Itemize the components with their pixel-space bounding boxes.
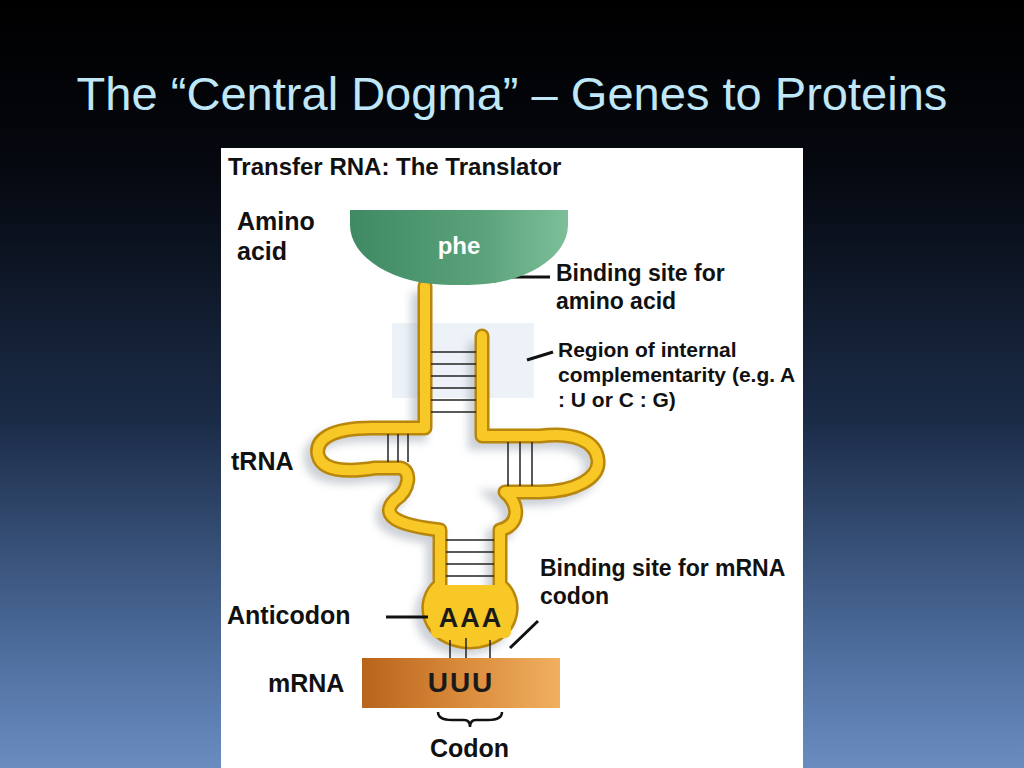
part-label: Amino acid bbox=[237, 206, 347, 266]
part-label: Codon bbox=[430, 733, 540, 763]
anticodon-box: AAA bbox=[431, 598, 512, 638]
slide-title: The “Central Dogma” – Genes to Proteins bbox=[0, 66, 1024, 121]
node-text: AAA bbox=[439, 603, 504, 634]
codon-pair-lines bbox=[450, 640, 490, 658]
figure-heading: Transfer RNA: The Translator bbox=[228, 153, 668, 182]
base-pair-rungs bbox=[388, 352, 532, 576]
codon-brace bbox=[438, 712, 502, 727]
mrna-band: UUU bbox=[362, 658, 560, 708]
part-label: tRNA bbox=[231, 446, 331, 476]
callout-label: Binding site for amino acid bbox=[556, 260, 796, 315]
node-text: UUU bbox=[428, 667, 495, 699]
part-label: mRNA bbox=[268, 668, 368, 698]
node-text: phe bbox=[438, 232, 481, 260]
leader-lines bbox=[386, 277, 553, 648]
callout-label: Region of internal complementarity (e.g.… bbox=[558, 337, 800, 413]
amino-acid-shape: phe bbox=[350, 210, 568, 285]
callout-label: Binding site for mRNA codon bbox=[540, 555, 790, 610]
codon-pair-line bbox=[465, 638, 467, 658]
part-label: Anticodon bbox=[227, 600, 387, 630]
